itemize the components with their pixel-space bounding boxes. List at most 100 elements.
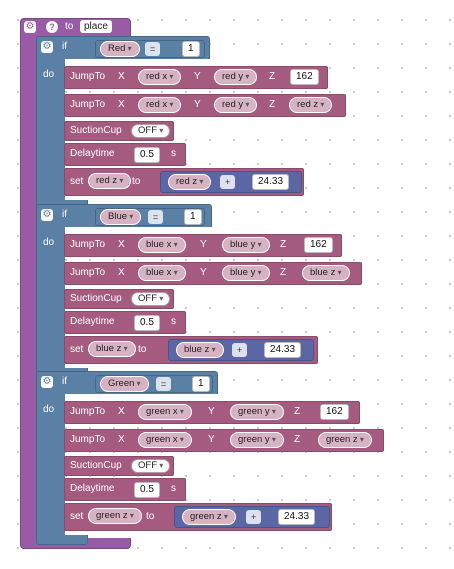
math-lhs-variable-dropdown[interactable]: blue z [176,342,224,358]
procedure-name-field[interactable]: place [80,20,112,33]
set-variable-dropdown[interactable]: green z [88,508,142,524]
x-variable-dropdown[interactable]: green x [138,432,192,448]
y-label: Y [194,71,201,82]
jumpto-label: JumpTo [70,99,106,110]
compare-operator-dropdown[interactable]: = [148,210,164,224]
color-variable-dropdown[interactable]: Green [100,376,149,392]
x-variable-dropdown[interactable]: red x [138,69,182,85]
compare-operator-dropdown[interactable]: = [156,377,172,391]
jumpto-label: JumpTo [70,239,106,250]
jumpto-block[interactable] [64,234,342,257]
if-block-footer [36,535,88,545]
z-value-input[interactable]: 162 [304,237,333,253]
z-value-input[interactable]: 162 [320,404,349,420]
z-value-input[interactable]: 162 [290,69,319,85]
delaytime-unit-label: s [171,316,176,327]
y-variable-dropdown[interactable]: green y [230,404,284,420]
x-variable-dropdown[interactable]: green x [138,404,192,420]
z-variable-dropdown[interactable]: red z [289,97,333,113]
x-variable-dropdown[interactable]: blue x [138,237,186,253]
y-variable-dropdown[interactable]: green y [230,432,284,448]
set-variable-dropdown[interactable]: red z [88,173,132,189]
help-icon-glyph: ? [49,22,55,32]
procedure-to-label: to [65,21,74,32]
if-gear-icon[interactable]: ⚙ [41,376,53,388]
jumpto-label: JumpTo [70,71,106,82]
x-label: X [118,71,125,82]
if-label: if [62,209,67,220]
z-variable-dropdown[interactable]: blue z [302,265,350,281]
delaytime-value-input[interactable]: 0.5 [134,147,160,163]
z-label: Z [269,99,276,110]
math-rhs-value-input[interactable]: 24.33 [278,509,316,525]
z-variable-dropdown[interactable]: green z [318,432,372,448]
color-variable-dropdown[interactable]: Red [100,41,140,57]
z-label: Z [280,239,287,250]
color-variable-dropdown[interactable]: Blue [100,209,142,225]
help-icon[interactable]: ? [46,21,58,33]
x-label: X [118,406,125,417]
set-label: set [70,176,84,187]
if-label: if [62,41,67,52]
delaytime-value-input[interactable]: 0.5 [134,315,160,331]
delaytime-unit-label: s [171,148,176,159]
procedure-block-body [20,35,37,540]
set-label: set [70,344,84,355]
jumpto-block[interactable] [64,66,328,89]
do-label: do [43,404,55,415]
math-rhs-value-input[interactable]: 24.33 [264,342,302,358]
math-rhs-value-input[interactable]: 24.33 [252,174,290,190]
suctioncup-state-dropdown[interactable]: OFF [131,292,171,306]
set-to-label: to [138,344,147,355]
delaytime-label: Delaytime [70,316,115,327]
procedure-gear-icon[interactable]: ⚙ [24,21,36,33]
suctioncup-label: SuctionCup [70,125,122,136]
y-label: Y [200,267,207,278]
x-label: X [118,267,125,278]
set-label: set [70,511,84,522]
x-variable-dropdown[interactable]: blue x [138,265,186,281]
compare-value-input[interactable]: 1 [192,376,210,392]
suctioncup-label: SuctionCup [70,460,122,471]
math-operator-dropdown[interactable]: + [220,175,236,189]
y-label: Y [200,239,207,250]
if-gear-icon[interactable]: ⚙ [41,41,53,53]
compare-operator-dropdown[interactable]: = [145,42,161,56]
jumpto-label: JumpTo [70,267,106,278]
math-operator-dropdown[interactable]: + [232,343,248,357]
if-gear-icon[interactable]: ⚙ [41,209,53,221]
delaytime-unit-label: s [171,483,176,494]
y-variable-dropdown[interactable]: blue y [222,265,270,281]
math-operator-dropdown[interactable]: + [246,510,262,524]
if-block-body [36,58,65,200]
y-variable-dropdown[interactable]: blue y [222,237,270,253]
delaytime-label: Delaytime [70,148,115,159]
x-variable-dropdown[interactable]: red x [138,97,182,113]
delaytime-value-input[interactable]: 0.5 [134,482,160,498]
x-label: X [118,434,125,445]
jumpto-block[interactable] [64,401,360,424]
set-to-label: to [146,511,155,522]
y-variable-dropdown[interactable]: red y [214,97,258,113]
do-label: do [43,69,55,80]
compare-value-input[interactable]: 1 [182,41,200,57]
z-label: Z [280,267,287,278]
y-variable-dropdown[interactable]: red y [214,69,258,85]
compare-value-input[interactable]: 1 [184,209,202,225]
math-lhs-variable-dropdown[interactable]: green z [182,509,236,525]
z-label: Z [294,434,301,445]
suctioncup-label: SuctionCup [70,293,122,304]
if-block-body [36,393,65,535]
suctioncup-state-dropdown[interactable]: OFF [131,459,171,473]
jumpto-label: JumpTo [70,406,106,417]
math-lhs-variable-dropdown[interactable]: red z [168,174,212,190]
do-label: do [43,237,55,248]
z-label: Z [294,406,301,417]
set-variable-dropdown[interactable]: blue z [88,341,136,357]
jumpto-block[interactable] [64,94,346,117]
suctioncup-state-dropdown[interactable]: OFF [131,124,171,138]
y-label: Y [208,434,215,445]
if-block-body [36,226,65,368]
x-label: X [118,239,125,250]
delaytime-label: Delaytime [70,483,115,494]
